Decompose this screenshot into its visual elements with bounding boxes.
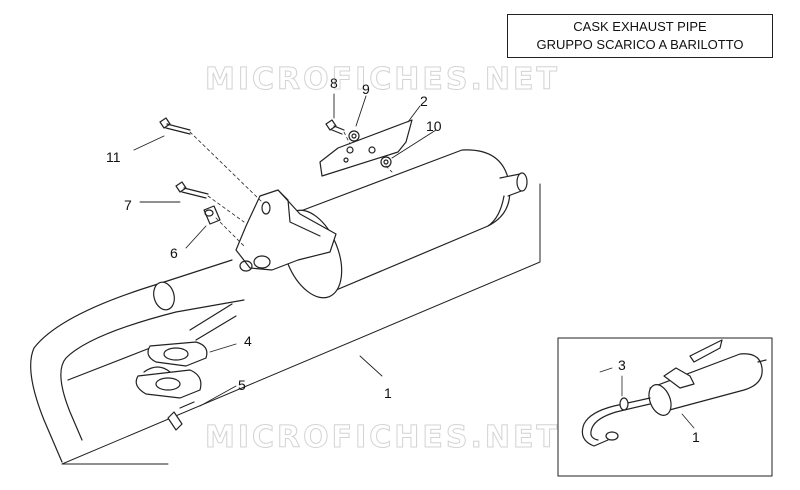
callout-1-inset: 1 <box>692 429 700 445</box>
callout-1-main: 1 <box>384 385 392 401</box>
bolt-7 <box>175 181 209 199</box>
callout-4: 4 <box>244 333 252 349</box>
gasket-plate-lower <box>135 366 202 399</box>
assembly-frame <box>61 183 541 465</box>
callout-2: 2 <box>420 93 428 109</box>
watermark-bottom: MICROFICHES.NET <box>205 420 560 456</box>
screw-8 <box>325 119 345 135</box>
alignment-lines <box>189 131 393 247</box>
diagram-title-box: CASK EXHAUST PIPE GRUPPO SCARICO A BARIL… <box>507 14 773 58</box>
bolt-5 <box>167 401 195 431</box>
title-line-2: GRUPPO SCARICO A BARILOTTO <box>536 37 744 52</box>
callout-6: 6 <box>170 245 178 261</box>
mounting-bracket <box>235 189 337 272</box>
bolt-11 <box>159 117 191 135</box>
washer-9 <box>348 130 360 142</box>
heat-shield <box>319 119 413 177</box>
callout-9: 9 <box>362 81 370 97</box>
leader-lines <box>133 93 437 407</box>
callout-7: 7 <box>124 197 132 213</box>
title-line-1: CASK EXHAUST PIPE <box>573 19 707 34</box>
callout-10: 10 <box>426 118 442 134</box>
spacer-6 <box>203 205 221 225</box>
callout-5: 5 <box>238 377 246 393</box>
washer-10 <box>380 156 392 168</box>
callout-3-inset: 3 <box>618 357 626 373</box>
inset-overview <box>557 337 773 477</box>
header-pipe <box>30 259 245 463</box>
watermark-top: MICROFICHES.NET <box>205 62 560 98</box>
callout-11: 11 <box>106 149 121 165</box>
callout-8: 8 <box>330 75 338 91</box>
gasket-plate-upper <box>147 341 208 367</box>
